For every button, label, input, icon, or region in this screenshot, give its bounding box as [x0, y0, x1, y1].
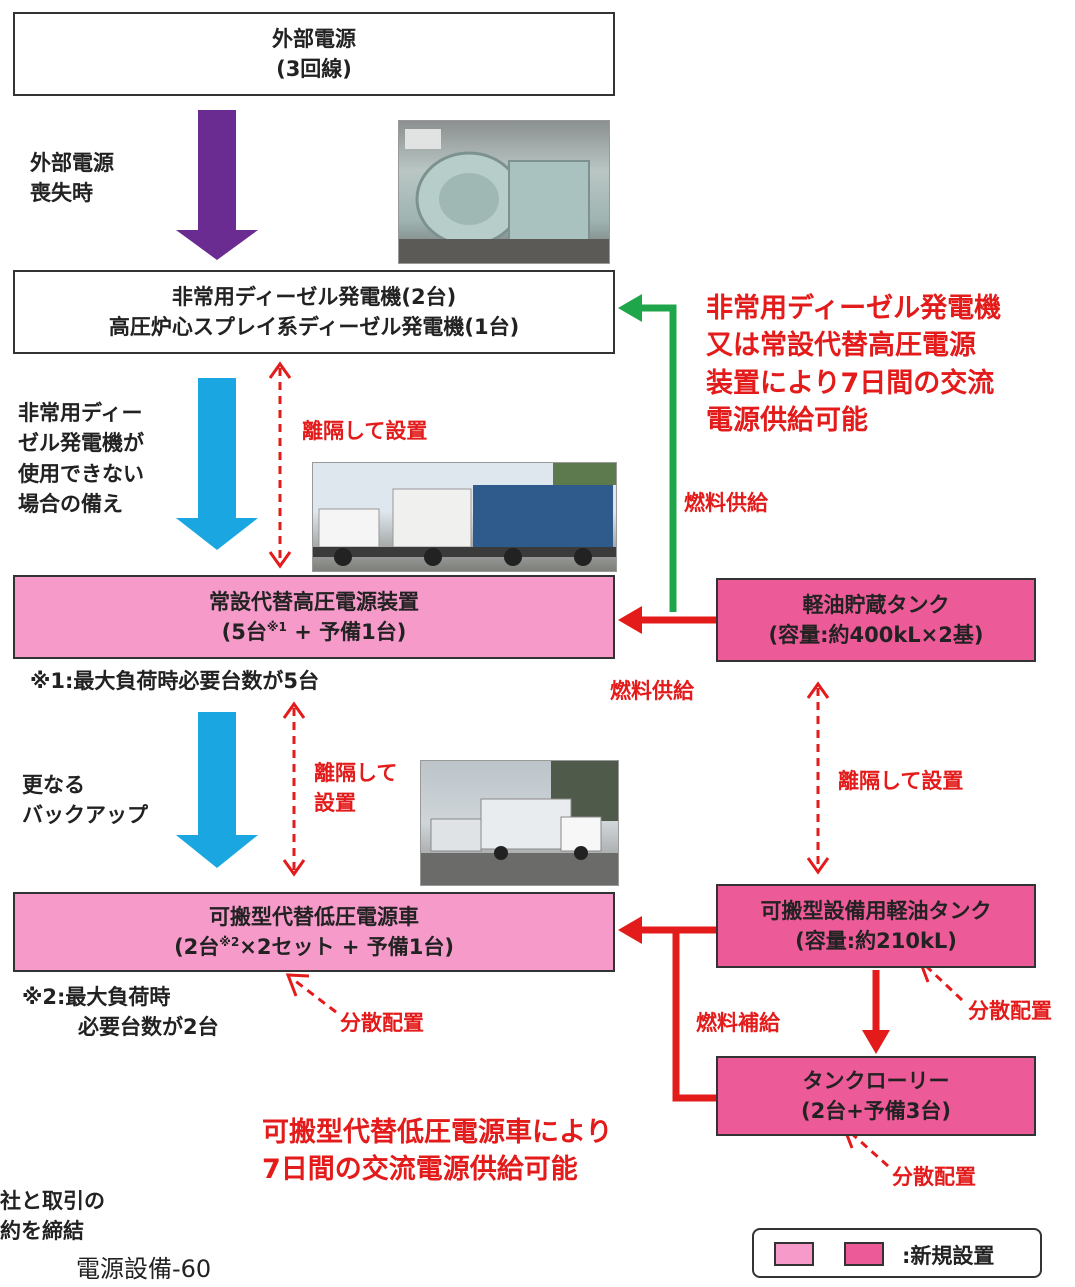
- dispersed-label-1: 分散配置: [340, 1011, 424, 1035]
- external-power-box: 外部電源 (3回線): [13, 12, 615, 96]
- portable-oil-tank-title: 可搬型設備用軽油タンク: [760, 898, 992, 923]
- hv-power-device-photo: [312, 462, 617, 572]
- callout-diesel-7days: 非常用ディーゼル発電機又は常設代替高圧電源 装置により7日間の交流電源供給可能: [706, 293, 1002, 436]
- arrow-further-backup: [176, 712, 258, 868]
- separated-label-2: 離隔して設置: [314, 761, 398, 816]
- tank-lorry-title: タンクローリー: [802, 1068, 950, 1093]
- diesel-generator-photo: [398, 120, 610, 264]
- red-refill-line: [672, 930, 716, 1102]
- separated-label-3: 離隔して設置: [838, 769, 964, 793]
- separation-arrow-2: [282, 701, 306, 877]
- arrow-external-loss: [176, 110, 258, 260]
- note-1: ※1:最大負荷時必要台数が5台: [30, 669, 320, 693]
- lv-power-car-photo: [420, 760, 619, 886]
- hv-power-device-box: 常設代替高圧電源装置 (5台※1 + 予備1台): [13, 575, 615, 659]
- further-backup-label: 更なるバックアップ: [22, 773, 148, 828]
- lv-power-car-count: (2台※2×2セット + 予備1台): [174, 935, 454, 959]
- legend: :新規設置: [752, 1228, 1042, 1278]
- page-id: 電源設備-60: [76, 1255, 212, 1283]
- note-2: ※2:最大負荷時必要台数が2台: [22, 985, 219, 1040]
- red-fuel-line-lv: [618, 916, 716, 944]
- separation-arrow-1: [268, 361, 292, 569]
- fuel-supply-label-green: 燃料供給: [684, 491, 768, 515]
- separation-arrow-3: [806, 681, 830, 875]
- arrow-diesel-unusable: [176, 378, 258, 550]
- dispersed-arrow-1: [285, 973, 337, 1014]
- legend-swatch-light: [774, 1242, 814, 1266]
- hv-power-device-title: 常設代替高圧電源装置: [209, 589, 419, 614]
- diesel-generator-line1: 非常用ディーゼル発電機(2台): [171, 284, 457, 309]
- green-fuel-line: [618, 294, 677, 612]
- external-loss-label: 外部電源喪失時: [30, 151, 114, 206]
- separated-label-1: 離隔して設置: [302, 419, 428, 443]
- light-oil-tank-box: 軽油貯蔵タンク (容量:約400kL×2基): [716, 578, 1036, 662]
- legend-label: :新規設置: [902, 1244, 995, 1268]
- tank-lorry-box: タンクローリー (2台+予備3台): [716, 1056, 1036, 1136]
- fuel-refill-label: 燃料補給: [696, 1011, 780, 1035]
- portable-oil-tank-capacity: (容量:約210kL): [795, 929, 957, 953]
- dispersed-label-3: 分散配置: [892, 1165, 976, 1189]
- dispersed-label-2: 分散配置: [968, 999, 1052, 1023]
- lv-power-car-box: 可搬型代替低圧電源車 (2台※2×2セット + 予備1台): [13, 892, 615, 972]
- portable-oil-tank-box: 可搬型設備用軽油タンク (容量:約210kL): [716, 884, 1036, 968]
- external-power-title: 外部電源: [272, 26, 356, 51]
- lv-power-car-title: 可搬型代替低圧電源車: [209, 904, 419, 929]
- light-oil-tank-capacity: (容量:約400kL×2基): [768, 623, 984, 647]
- diesel-unusable-label: 非常用ディーゼル発電機が 使用できない場合の備え: [18, 401, 144, 517]
- cutoff-contract-text: 社と取引の約を締結: [0, 1189, 105, 1244]
- external-power-lines: (3回線): [276, 57, 352, 81]
- red-fuel-line-hv: [618, 606, 716, 634]
- legend-swatch-dark: [844, 1242, 884, 1266]
- tank-lorry-count: (2台+予備3台): [800, 1099, 951, 1123]
- red-tank-to-lorry: [862, 970, 890, 1054]
- hv-power-device-count: (5台※1 + 予備1台): [221, 620, 407, 644]
- diesel-generator-box: 非常用ディーゼル発電機(2台) 高圧炉心スプレイ系ディーゼル発電機(1台): [13, 270, 615, 354]
- diesel-generator-line2: 高圧炉心スプレイ系ディーゼル発電機(1台): [108, 315, 520, 339]
- fuel-supply-label-red: 燃料供給: [610, 679, 694, 703]
- light-oil-tank-title: 軽油貯蔵タンク: [802, 592, 950, 617]
